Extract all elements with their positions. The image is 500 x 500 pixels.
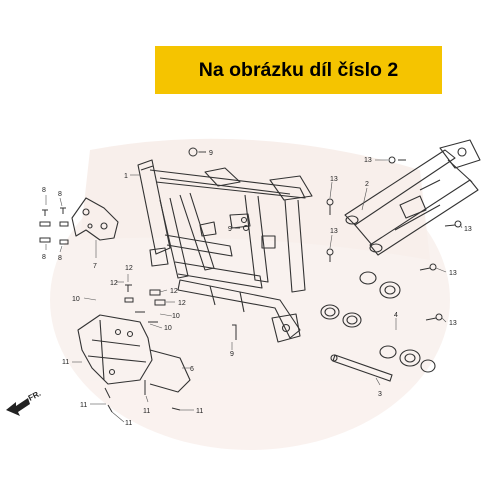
callout-12: 12 xyxy=(170,288,178,295)
part-number-banner: Na obrázku díl číslo 2 xyxy=(155,46,442,94)
front-direction-arrow: FR. xyxy=(6,389,42,416)
head-tube xyxy=(137,159,171,255)
main-frame xyxy=(137,159,313,343)
bolt-8-b xyxy=(39,221,51,227)
callout-2: 2 xyxy=(365,181,369,188)
bolt-8-a xyxy=(42,209,48,216)
banner-text: Na obrázku díl číslo 2 xyxy=(198,58,399,81)
callout-11: 11 xyxy=(196,408,203,415)
lower-bracket xyxy=(77,314,191,393)
callout-9: 9 xyxy=(228,226,232,233)
callout-13: 13 xyxy=(364,157,372,164)
callout-13: 13 xyxy=(449,270,457,277)
callout-1: 1 xyxy=(124,173,128,180)
callout-8: 8 xyxy=(42,187,46,194)
callout-13: 13 xyxy=(449,320,457,327)
down-tube-right xyxy=(179,192,215,271)
engine-bracket xyxy=(71,197,119,241)
bolt-9-top xyxy=(188,147,198,157)
callout-6: 6 xyxy=(190,366,194,373)
pivot-bush-lower xyxy=(369,243,383,253)
callout-10: 10 xyxy=(172,313,180,320)
callout-8: 8 xyxy=(58,191,62,198)
callout-11: 11 xyxy=(80,402,87,409)
callout-10: 10 xyxy=(72,296,80,303)
callout-12: 12 xyxy=(125,265,133,272)
callout-13: 13 xyxy=(330,228,338,235)
rear-upright xyxy=(244,194,269,283)
callout-11: 11 xyxy=(143,408,150,415)
callout-13: 13 xyxy=(464,226,472,233)
callout-9: 9 xyxy=(230,351,234,358)
callout-7: 7 xyxy=(93,263,97,270)
callout-11: 11 xyxy=(125,420,132,427)
leader-lines xyxy=(45,151,463,423)
fasteners xyxy=(39,147,462,413)
pivot-shaft xyxy=(332,354,393,382)
callout-12: 12 xyxy=(178,300,186,307)
pivot-bush-upper xyxy=(345,215,359,225)
callout-10: 10 xyxy=(164,325,172,332)
pivot-assembly xyxy=(320,271,436,382)
callout-12: 12 xyxy=(110,280,118,287)
callout-3: 3 xyxy=(378,391,382,398)
top-tube xyxy=(149,169,306,199)
direction-label: FR. xyxy=(27,389,43,403)
callout-11: 11 xyxy=(62,359,69,366)
swing-arm xyxy=(344,139,481,256)
callout-8: 8 xyxy=(42,254,46,261)
callout-8: 8 xyxy=(58,255,62,262)
callout-9: 9 xyxy=(209,150,213,157)
lower-rail xyxy=(177,279,301,339)
callout-13: 13 xyxy=(330,176,338,183)
callout-labels: 1 9 9 9 13 2 13 13 13 13 13 4 3 8 8 8 8 … xyxy=(42,150,472,427)
callout-4: 4 xyxy=(394,312,398,319)
